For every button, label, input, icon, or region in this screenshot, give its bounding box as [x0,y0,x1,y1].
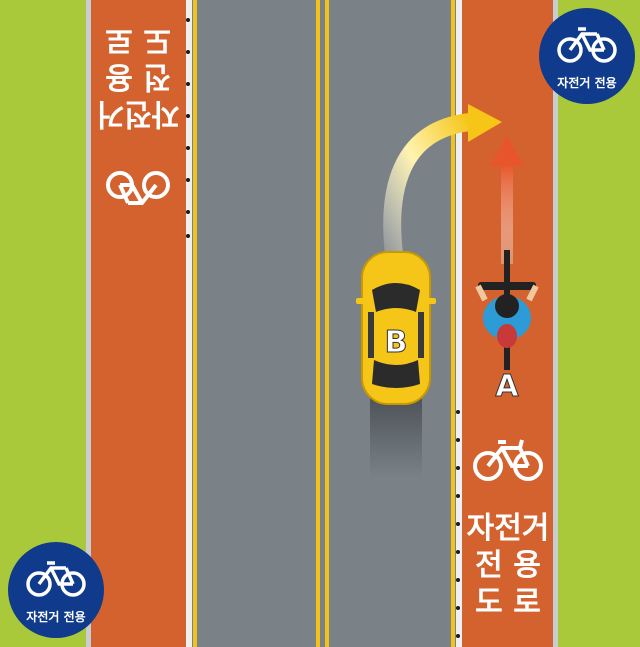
car-turn-arrowhead [468,104,502,142]
right-lane-bike-icon [473,439,543,481]
right-curb [553,0,558,647]
car-turn-arrow [383,113,472,264]
right-yellow-line [451,0,455,647]
left-lane-bike-icon [106,171,170,205]
bottom-left-sign-label: 자전거 전용 [26,609,85,624]
cyclist-arrowhead [490,136,524,166]
bottom-left-sign [8,542,104,638]
left-curb [86,0,91,647]
left-yellow-line [193,0,197,647]
right-lane-text-line3: 도 로 [475,585,541,620]
cyclist-straight-arrow [501,164,513,264]
center-yellow-line-2 [325,0,329,647]
right-edge-line [456,0,462,647]
left-lane-text-line1: 자전거 [97,96,180,131]
top-right-sign [539,8,635,104]
left-lane-text-line3: 도 로 [105,22,171,57]
car-label: B [385,325,408,360]
car-b [356,251,436,405]
car-shadow [370,398,422,478]
right-bollards [456,410,460,638]
top-right-sign-label: 자전거 전용 [557,75,616,90]
left-edge-line [186,0,192,647]
right-lane-text-line2: 전 용 [475,548,541,583]
left-bollards [186,18,190,238]
center-yellow-line-1 [316,0,320,647]
cyclist-label: A [495,369,519,404]
left-bike-lane [90,0,186,647]
cyclist-a [475,250,539,370]
right-lane-text-line1: 자전거 [467,511,550,546]
left-lane-text-line2: 전 용 [105,59,171,94]
